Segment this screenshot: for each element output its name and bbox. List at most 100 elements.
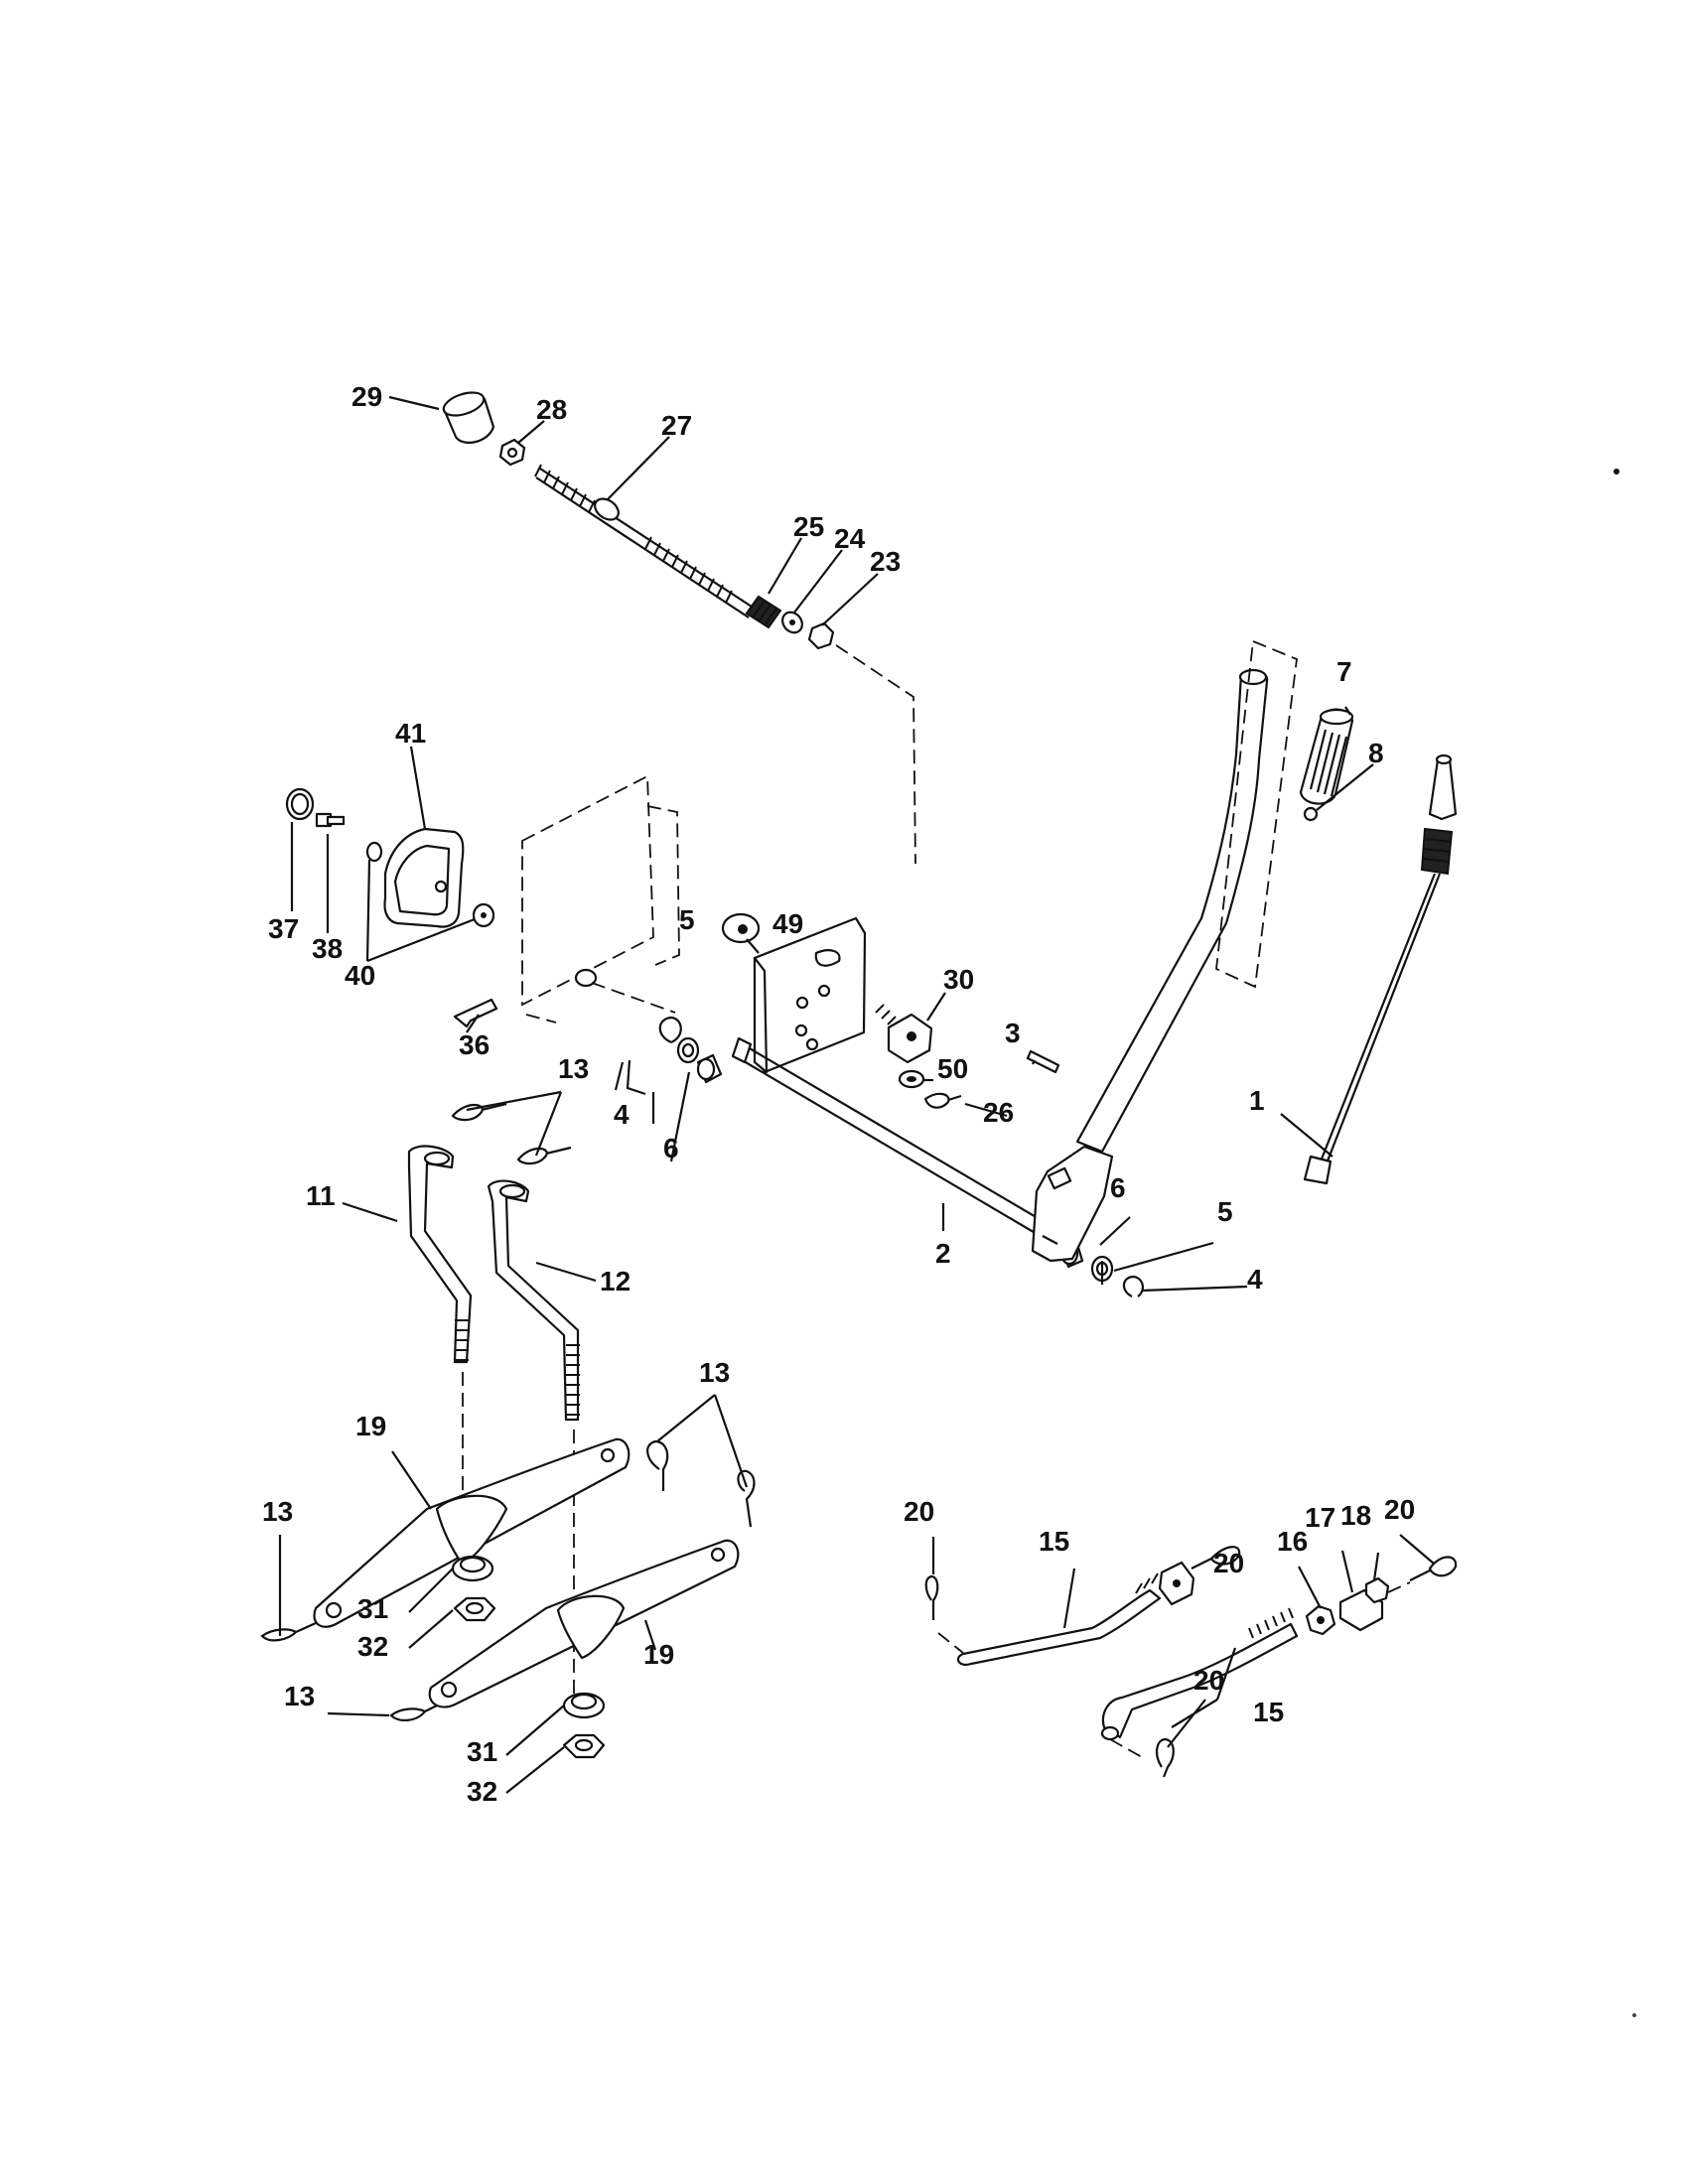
part-20-clip-right <box>1409 1556 1458 1581</box>
part-28-nut <box>498 438 526 467</box>
label-25: 25 <box>793 511 824 542</box>
label-37: 37 <box>268 913 299 944</box>
part-16-nut <box>1305 1604 1336 1636</box>
callout-labels: 29 28 27 25 24 23 41 37 38 40 36 49 5 30… <box>262 381 1415 1807</box>
label-40: 40 <box>345 960 375 991</box>
part-23-nut <box>807 621 835 650</box>
label-19-upper: 19 <box>355 1411 386 1441</box>
assembly-line-18-20 <box>1387 1581 1411 1593</box>
label-3: 3 <box>1005 1018 1021 1048</box>
part-40-washer-lower <box>472 902 495 928</box>
label-23: 23 <box>870 546 901 577</box>
part-38-bolt <box>315 812 346 828</box>
part-1-push-rod <box>1303 753 1458 1185</box>
part-32-nut-upper <box>453 1596 496 1622</box>
label-31-lower: 31 <box>467 1736 497 1767</box>
label-50: 50 <box>937 1053 968 1084</box>
assembly-line-23-30 <box>835 644 916 865</box>
part-49-bushing <box>721 912 761 944</box>
part-5-washer-left <box>676 1036 700 1064</box>
part-36-clip <box>453 998 498 1028</box>
part-13-clip-upper-a <box>451 1102 507 1122</box>
part-15-link-rod-lower <box>1100 1607 1299 1741</box>
part-20-clip-upper-right <box>1191 1546 1241 1570</box>
label-5-left: 5 <box>679 904 695 935</box>
part-50-washer <box>898 1069 925 1089</box>
frame-panel-outline <box>521 774 680 1024</box>
label-13-upper: 13 <box>558 1053 589 1084</box>
label-30: 30 <box>943 964 974 995</box>
label-32-upper: 32 <box>357 1631 388 1662</box>
label-20-lower: 20 <box>1193 1665 1224 1696</box>
label-32-lower: 32 <box>467 1776 497 1807</box>
part-2-shaft <box>731 1036 1062 1252</box>
part-27-adjust-rod <box>534 464 756 618</box>
label-5-right: 5 <box>1217 1196 1233 1227</box>
scan-specks <box>1614 469 1636 2017</box>
label-24: 24 <box>834 523 866 554</box>
part-31-bushing-upper <box>451 1555 494 1582</box>
label-13-arm-right: 13 <box>699 1357 730 1388</box>
label-26: 26 <box>983 1097 1014 1128</box>
label-12: 12 <box>600 1266 631 1297</box>
assembly-line-15-20 <box>1109 1738 1143 1758</box>
part-13-clip-arm-lower-left <box>389 1705 438 1721</box>
part-20-clip-lower <box>1156 1737 1175 1778</box>
part-25-spring <box>745 595 782 629</box>
part-4-e-clip-left <box>658 1016 682 1044</box>
leader-lines <box>278 395 1435 1794</box>
label-6-left: 6 <box>663 1133 679 1163</box>
part-4-e-clip-right <box>1122 1275 1144 1297</box>
label-13-lower: 13 <box>284 1681 315 1711</box>
label-29: 29 <box>351 381 382 412</box>
part-11-lift-link <box>407 1145 473 1364</box>
label-38: 38 <box>312 933 343 964</box>
part-19-lift-arm-upper <box>313 1437 631 1628</box>
part-13-clip-arm-left <box>260 1621 317 1642</box>
label-11: 11 <box>306 1180 336 1211</box>
label-20-left: 20 <box>904 1496 934 1527</box>
label-17: 17 <box>1305 1502 1335 1533</box>
label-15-lower: 15 <box>1253 1697 1284 1727</box>
label-41: 41 <box>395 718 426 749</box>
part-8-cap <box>1303 806 1319 822</box>
label-27: 27 <box>661 410 692 441</box>
part-18-nut <box>1364 1576 1390 1604</box>
label-6-right: 6 <box>1110 1172 1126 1203</box>
label-1: 1 <box>1249 1085 1265 1116</box>
part-3-pin <box>1026 1049 1060 1074</box>
part-41-gauge-cover <box>383 827 465 928</box>
part-24-washer <box>781 611 803 634</box>
label-20-right: 20 <box>1384 1494 1415 1525</box>
label-18: 18 <box>1340 1500 1371 1531</box>
label-4-right: 4 <box>1247 1264 1263 1295</box>
label-28: 28 <box>536 394 567 425</box>
lift-lever-handle <box>1031 668 1269 1263</box>
part-29-knob <box>442 391 495 444</box>
part-32-nut-lower <box>562 1733 606 1759</box>
part-19-lift-arm-lower <box>428 1539 740 1708</box>
label-49: 49 <box>772 908 803 939</box>
label-7: 7 <box>1336 656 1352 687</box>
part-12-lift-link <box>487 1179 580 1422</box>
part-40-washer-upper <box>365 841 383 863</box>
part-7-grip <box>1299 708 1354 805</box>
part-13-clip-upper-b <box>516 1146 572 1165</box>
assembly-line-20-15 <box>937 1632 964 1654</box>
label-20-upper-right: 20 <box>1213 1548 1244 1578</box>
part-13-clip-arm-right-b <box>737 1469 756 1528</box>
part-26-cotter-pin <box>923 1092 962 1109</box>
part-20-clip-left <box>924 1574 939 1620</box>
label-16: 16 <box>1277 1526 1308 1557</box>
label-19-lower: 19 <box>643 1639 674 1670</box>
label-8: 8 <box>1368 738 1384 768</box>
part-30-trunnion <box>875 1004 933 1064</box>
part-31-bushing-lower <box>562 1692 606 1719</box>
part-37-ring <box>285 787 315 821</box>
label-13-arm-left: 13 <box>262 1496 293 1527</box>
label-15-upper: 15 <box>1039 1526 1069 1557</box>
label-36: 36 <box>459 1029 490 1060</box>
part-2-pivot-plate <box>753 916 867 1074</box>
label-31-upper: 31 <box>357 1593 388 1624</box>
